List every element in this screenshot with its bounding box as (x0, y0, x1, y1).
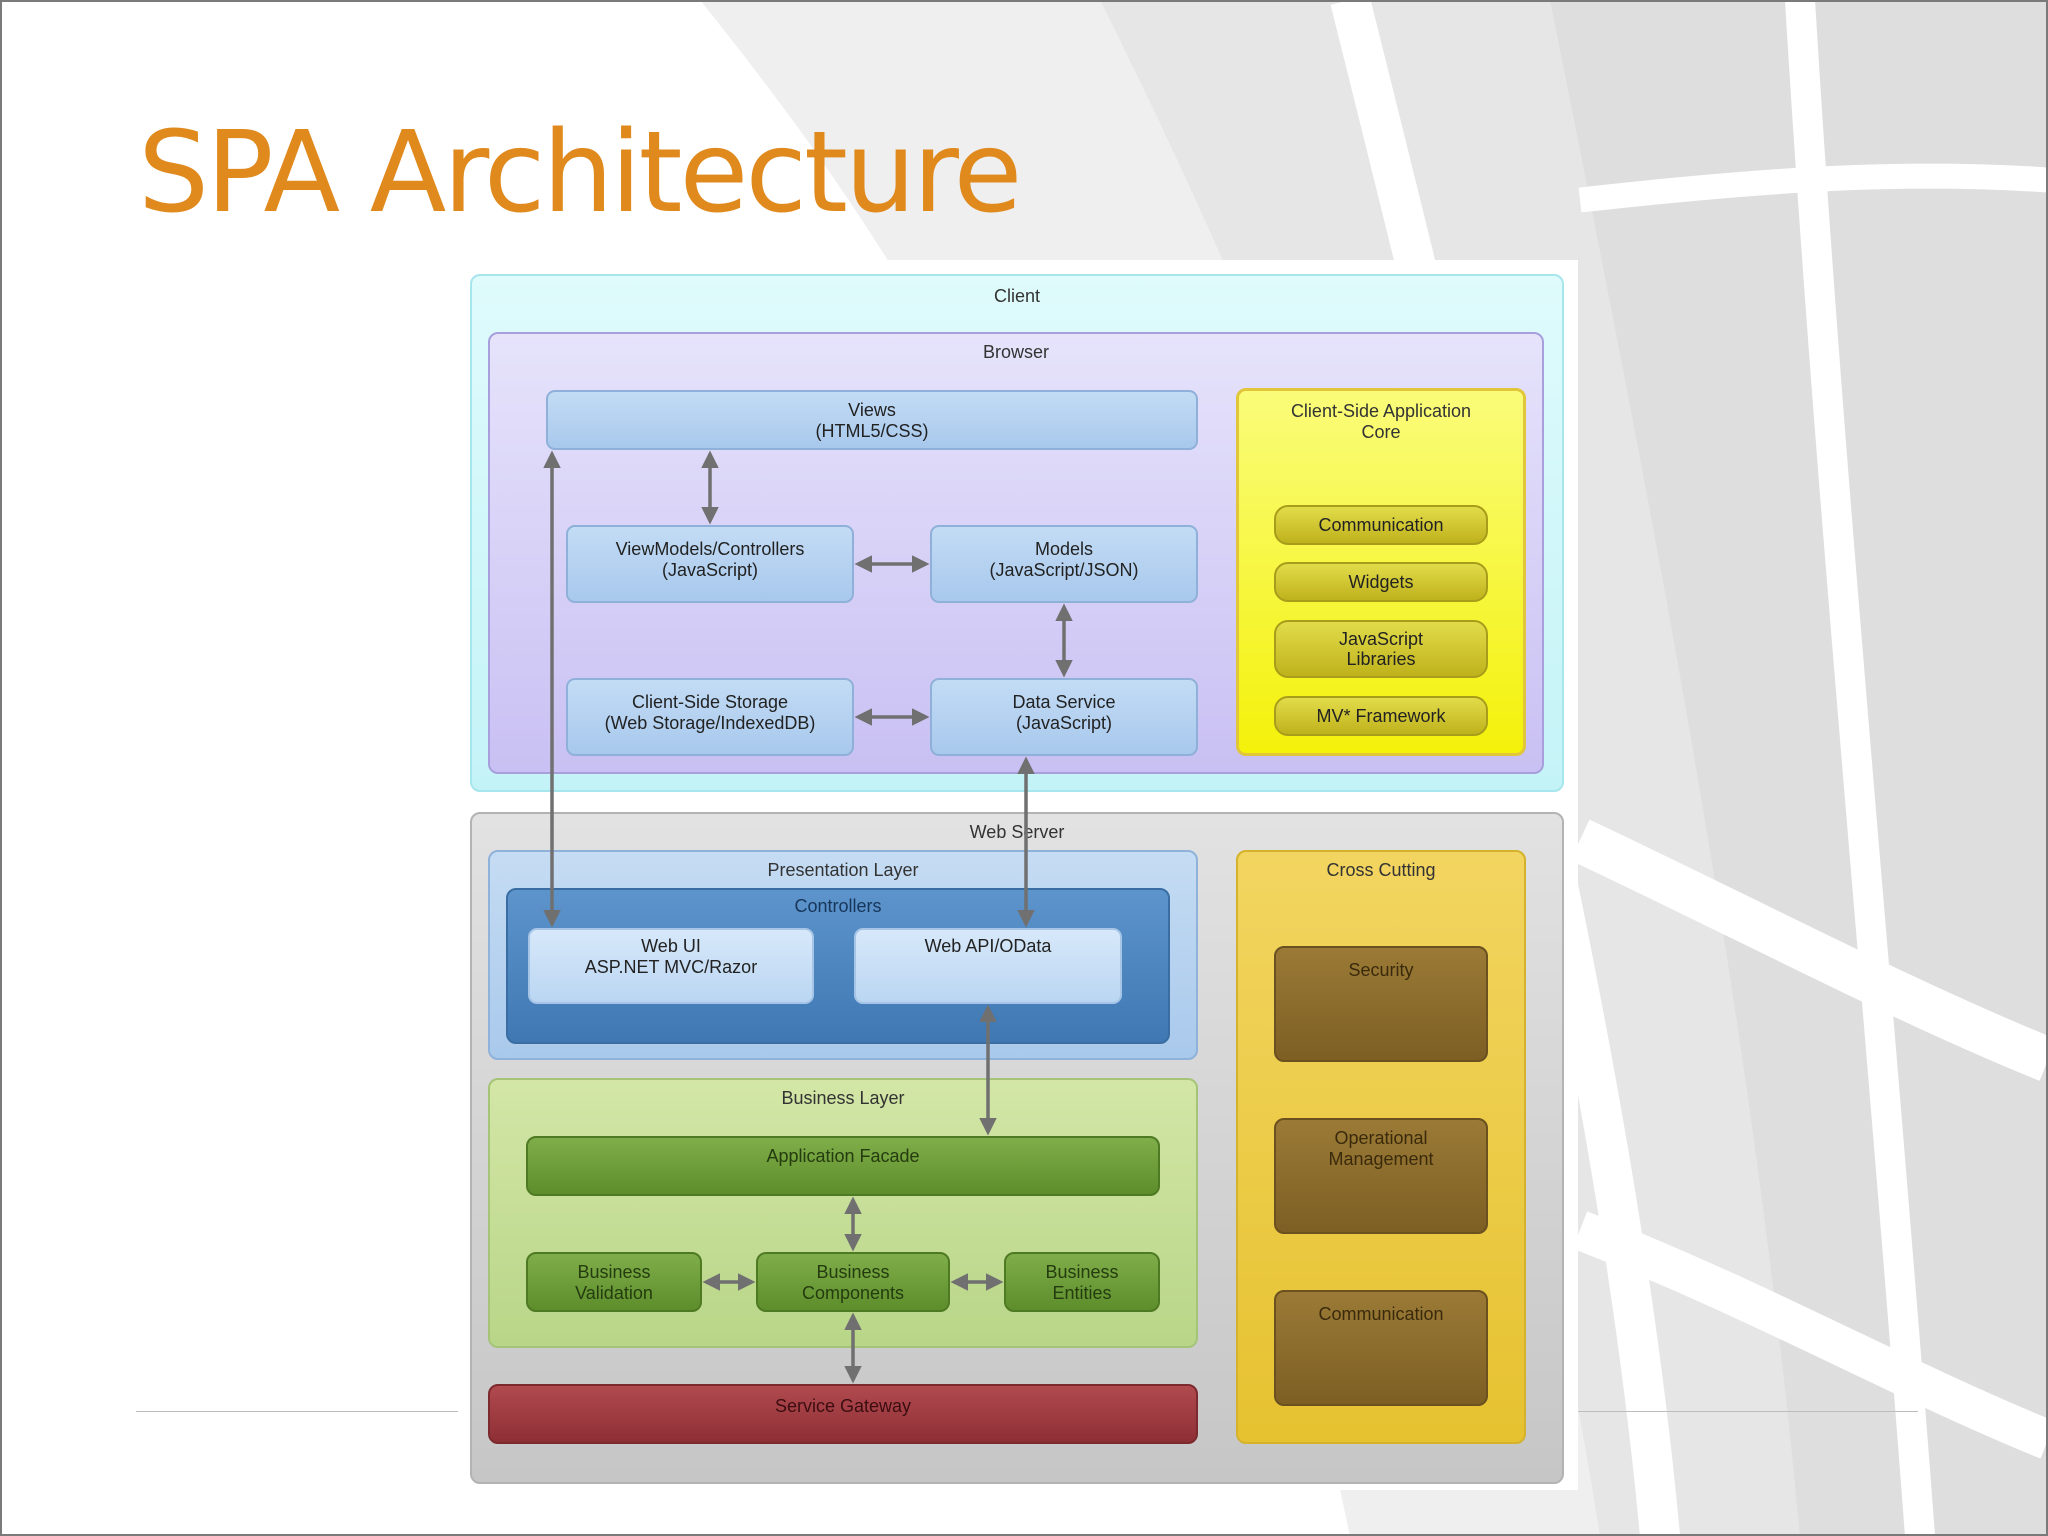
core-javascript-libraries-node: JavaScript Libraries (1274, 620, 1488, 678)
browser-label: Browser (982, 342, 1049, 362)
operational-management-node: Operational Management (1274, 1118, 1488, 1234)
client-side-storage-node: Client-Side Storage (Web Storage/Indexed… (566, 678, 854, 756)
app-core-label: Client-Side Application Core (1290, 401, 1472, 442)
client-label: Client (993, 286, 1041, 306)
views-node: Views (HTML5/CSS) (546, 390, 1198, 450)
controllers-label: Controllers (794, 896, 882, 916)
models-node: Models (JavaScript/JSON) (930, 525, 1198, 603)
data-service-node: Data Service (JavaScript) (930, 678, 1198, 756)
core-mv-framework-node: MV* Framework (1274, 696, 1488, 736)
business-components-node: Business Components (756, 1252, 950, 1312)
application-facade-node: Application Facade (526, 1136, 1160, 1196)
slide-title: SPA Architecture (138, 108, 1022, 238)
business-layer-label: Business Layer (781, 1088, 905, 1108)
cross-cutting-label: Cross Cutting (1326, 860, 1436, 880)
web-api-odata-node: Web API/OData (854, 928, 1122, 1004)
core-widgets-node: Widgets (1274, 562, 1488, 602)
cross-communication-node: Communication (1274, 1290, 1488, 1406)
security-node: Security (1274, 946, 1488, 1062)
web-ui-node: Web UI ASP.NET MVC/Razor (528, 928, 814, 1004)
architecture-diagram: Client Browser Views (HTML5/CSS) ViewMod… (458, 260, 1578, 1490)
footer-rule-left (136, 1411, 458, 1412)
presentation-layer-label: Presentation Layer (767, 860, 919, 880)
business-validation-node: Business Validation (526, 1252, 702, 1312)
viewmodels-controllers-node: ViewModels/Controllers (JavaScript) (566, 525, 854, 603)
footer-rule-right (1578, 1411, 1918, 1412)
web-server-label: Web Server (969, 822, 1065, 842)
service-gateway-node: Service Gateway (488, 1384, 1198, 1444)
core-communication-node: Communication (1274, 505, 1488, 545)
business-entities-node: Business Entities (1004, 1252, 1160, 1312)
